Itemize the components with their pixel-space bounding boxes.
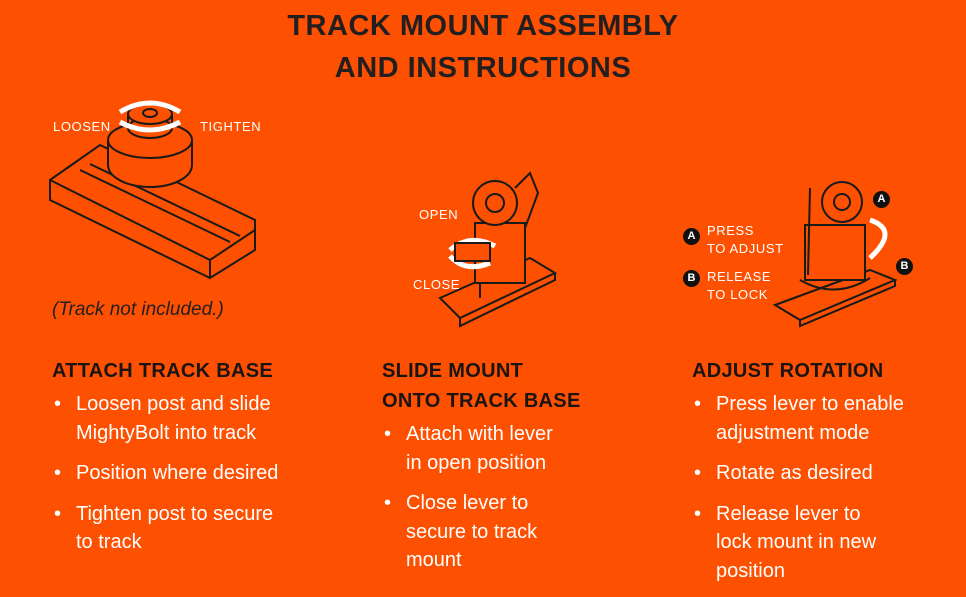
badge-b-marker: B — [896, 258, 913, 275]
close-label: CLOSE — [413, 277, 461, 292]
badge-b-legend: B — [683, 270, 700, 287]
adjust-rotation-illustration — [772, 181, 898, 328]
step2-heading-line-2: ONTO TRACK BASE — [382, 390, 581, 412]
step3-bullet: Release lever to lock mount in new posit… — [692, 500, 896, 586]
title-line-2: AND INSTRUCTIONS — [334, 52, 632, 84]
press-label: PRESS TO ADJUST — [707, 222, 784, 258]
badge-a-marker: A — [873, 191, 890, 208]
step2-section: SLIDE MOUNT ONTO TRACK BASE Attach with … — [382, 356, 622, 587]
badge-a-legend: A — [683, 228, 700, 245]
step2-heading-line-1: SLIDE MOUNT — [382, 360, 524, 382]
slide-mount-illustration — [438, 171, 558, 328]
step2-heading: SLIDE MOUNT ONTO TRACK BASE — [382, 356, 622, 416]
step2-bullet: Attach with lever in open position — [382, 420, 571, 477]
release-line-2: TO LOCK — [707, 287, 769, 302]
track-note: (Track not included.) — [52, 299, 224, 320]
title-line-1: TRACK MOUNT ASSEMBLY — [287, 10, 679, 42]
step1-section: ATTACH TRACK BASE Loosen post and slide … — [52, 356, 322, 569]
tighten-label: TIGHTEN — [200, 119, 262, 134]
step1-bullet: Loosen post and slide MightyBolt into tr… — [52, 390, 291, 447]
track-base-illustration — [49, 100, 256, 280]
step3-bullet: Rotate as desired — [692, 459, 952, 488]
step3-heading: ADJUST ROTATION — [692, 360, 884, 382]
release-line-1: RELEASE — [707, 269, 772, 284]
press-line-1: PRESS — [707, 223, 755, 238]
step3-bullet: Press lever to enable adjustment mode — [692, 390, 916, 447]
loosen-label: LOOSEN — [53, 119, 111, 134]
step1-bullet: Position where desired — [52, 459, 322, 488]
step1-bullet: Tighten post to secure to track — [52, 500, 291, 557]
release-label: RELEASE TO LOCK — [707, 268, 771, 304]
step1-heading: ATTACH TRACK BASE — [52, 360, 274, 382]
page-title: TRACK MOUNT ASSEMBLY AND INSTRUCTIONS — [0, 5, 966, 89]
step2-bullet: Close lever to secure to track mount — [382, 489, 556, 575]
press-line-2: TO ADJUST — [707, 241, 784, 256]
step3-section: ADJUST ROTATION Press lever to enable ad… — [692, 356, 952, 597]
open-label: OPEN — [419, 207, 459, 222]
